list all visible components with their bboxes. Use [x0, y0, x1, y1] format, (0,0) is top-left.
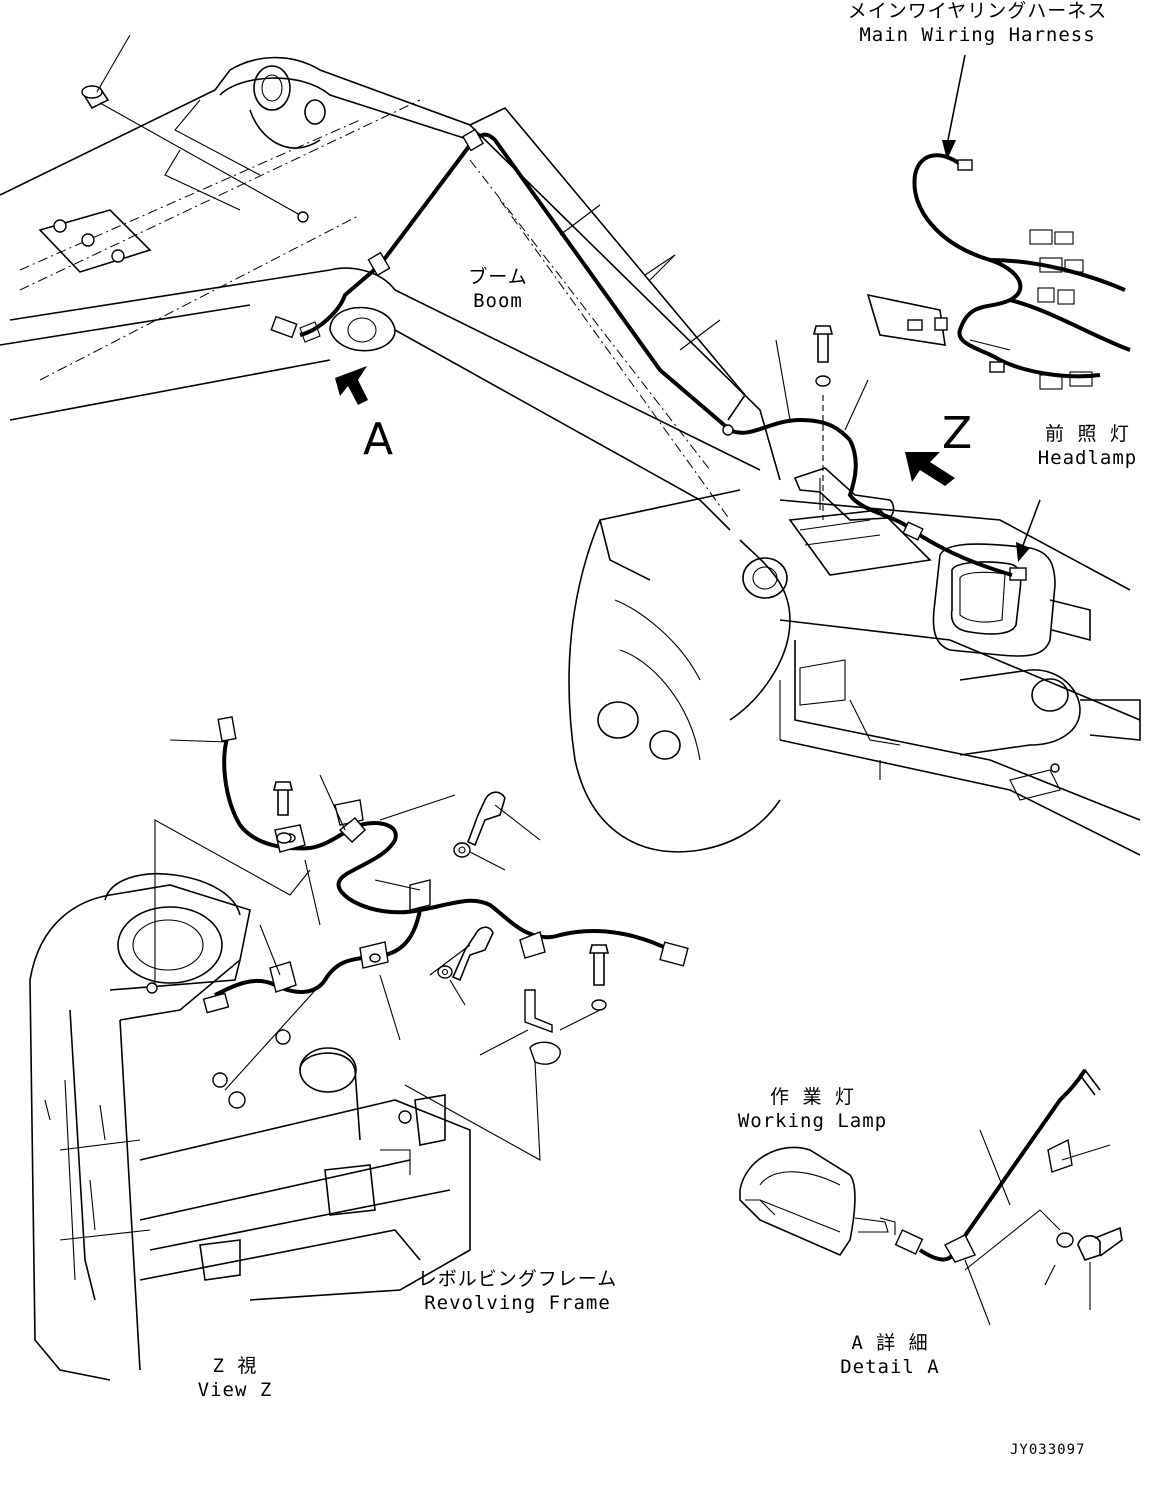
revolving-frame-label-jp: レボルビングフレーム [417, 1268, 618, 1290]
detail-a [739, 1068, 1123, 1326]
detail-a-label-en: Detail A [840, 1356, 940, 1378]
boom-label-jp: ブーム [468, 266, 528, 288]
arrow-a-letter: A [363, 414, 394, 465]
working-lamp-label-jp: 作 業 灯 [770, 1086, 855, 1108]
view-z-label-jp: Z 視 [212, 1355, 258, 1377]
revolving-frame-label-en: Revolving Frame [424, 1292, 611, 1314]
main-wiring-harness-label-jp: メインワイヤリングハーネス [847, 0, 1108, 22]
headlamp-label-jp: 前 照 灯 [1045, 423, 1130, 445]
drawing-code: JY033097 [1010, 1442, 1086, 1458]
view-z-frame [29, 872, 471, 1381]
boom-harness [270, 128, 869, 442]
revolving-frame-main [568, 489, 1141, 856]
arrow-z [905, 452, 955, 486]
view-z-label-en: View Z [197, 1379, 273, 1401]
headlamp-label-en: Headlamp [1037, 447, 1138, 469]
detail-a-label-jp: A 詳 細 [851, 1332, 929, 1354]
main-wiring-harness [866, 54, 1131, 390]
headlamp-harness [793, 439, 1013, 577]
view-z-harness [154, 716, 689, 1161]
boom-label-en: Boom [473, 290, 523, 312]
arrow-a [335, 366, 368, 405]
main-wiring-harness-label-en: Main Wiring Harness [859, 24, 1096, 46]
arrow-z-letter: Z [942, 408, 973, 459]
headlamp-drawing [932, 499, 1091, 657]
working-lamp-label-en: Working Lamp [737, 1110, 888, 1132]
bolt-washer-top [812, 325, 834, 520]
boom-structure [0, 34, 781, 531]
